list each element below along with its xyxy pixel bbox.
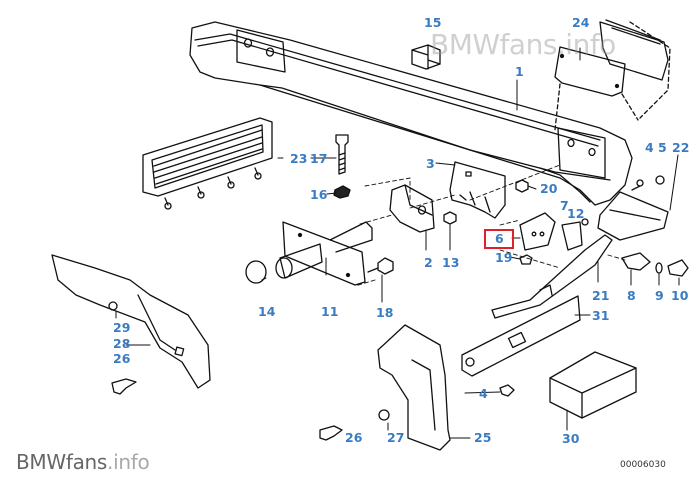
screw-part-18 [368, 258, 393, 274]
bumper-part-1 [190, 22, 632, 205]
watermark-bottom-brand: BMWfans [16, 450, 108, 474]
part-label-27[interactable]: 27 [387, 430, 405, 445]
bolt-part-4 [632, 180, 643, 190]
part-label-5[interactable]: 5 [658, 140, 667, 155]
block-part-30 [550, 352, 636, 418]
part-label-4-top[interactable]: 4 [645, 140, 654, 155]
bar-part-21 [492, 235, 612, 318]
grille-part-23 [143, 118, 272, 209]
part-label-13[interactable]: 13 [442, 255, 460, 270]
part-label-26-bottom[interactable]: 26 [345, 430, 363, 445]
leader-lines [116, 48, 679, 438]
part-label-26-left[interactable]: 26 [113, 351, 131, 366]
part-label-11[interactable]: 11 [321, 304, 339, 319]
part-label-16[interactable]: 16 [310, 187, 328, 202]
part-label-22[interactable]: 22 [672, 140, 690, 155]
nut-part-29 [109, 302, 117, 310]
part-label-30[interactable]: 30 [562, 431, 580, 446]
bracket-part-3 [450, 162, 505, 218]
washer-part-9 [656, 263, 662, 273]
part-label-1[interactable]: 1 [515, 64, 524, 79]
part-label-19[interactable]: 19 [495, 250, 513, 265]
part-label-29[interactable]: 29 [113, 320, 131, 335]
part-label-24[interactable]: 24 [572, 15, 590, 30]
nut-part-27 [379, 410, 389, 420]
part-label-15[interactable]: 15 [424, 15, 442, 30]
part-label-14[interactable]: 14 [258, 304, 276, 319]
watermark-top: BMWfans.info [430, 28, 616, 61]
bolt-part-17 [336, 135, 348, 174]
document-number: 00006030 [620, 460, 666, 470]
panel-part-28 [52, 255, 210, 388]
clip-part-26 [112, 379, 136, 394]
part-label-6[interactable]: 6 [495, 231, 504, 246]
bracket-part-6 [520, 213, 555, 250]
part-label-21[interactable]: 21 [592, 288, 610, 303]
part-label-3[interactable]: 3 [426, 156, 435, 171]
assembly-lines [355, 165, 625, 286]
clip-part-15 [412, 45, 440, 69]
part-label-20[interactable]: 20 [540, 181, 558, 196]
part-label-12[interactable]: 12 [567, 206, 585, 221]
part-label-31[interactable]: 31 [592, 308, 610, 323]
washer-part-5 [656, 176, 664, 184]
part-label-28[interactable]: 28 [113, 336, 131, 351]
tow-bracket-part-11 [276, 222, 372, 285]
watermark-bottom: BMWfans.info [16, 450, 150, 474]
part-label-2[interactable]: 2 [424, 255, 433, 270]
part-label-7[interactable]: 7 [560, 198, 569, 213]
part-label-4-bottom[interactable]: 4 [479, 386, 488, 401]
bolt-part-8 [622, 253, 650, 270]
cap-part-14 [246, 261, 266, 283]
part-label-25[interactable]: 25 [474, 430, 492, 445]
plate-part-24 [555, 20, 670, 130]
part-label-9[interactable]: 9 [655, 288, 664, 303]
clip-part-26b [320, 426, 342, 440]
screw-part-19 [520, 255, 532, 264]
watermark-bottom-tld: .info [107, 450, 150, 474]
part-label-18[interactable]: 18 [376, 305, 394, 320]
screw-part-4b [500, 385, 514, 396]
nut-part-16 [334, 186, 350, 198]
part-label-10[interactable]: 10 [671, 288, 689, 303]
highlight-box-part-6 [484, 229, 514, 249]
plate-part-22 [598, 192, 668, 240]
part-label-8[interactable]: 8 [627, 288, 636, 303]
part-label-23[interactable]: 23 [290, 151, 308, 166]
bracket-part-7 [562, 219, 588, 250]
flap-part-25 [378, 325, 450, 450]
part-label-17[interactable]: 17 [310, 151, 328, 166]
cap-part-10 [668, 260, 688, 276]
plate-part-31 [462, 296, 580, 376]
nut-part-13 [444, 212, 456, 224]
bracket-part-2 [390, 185, 434, 232]
